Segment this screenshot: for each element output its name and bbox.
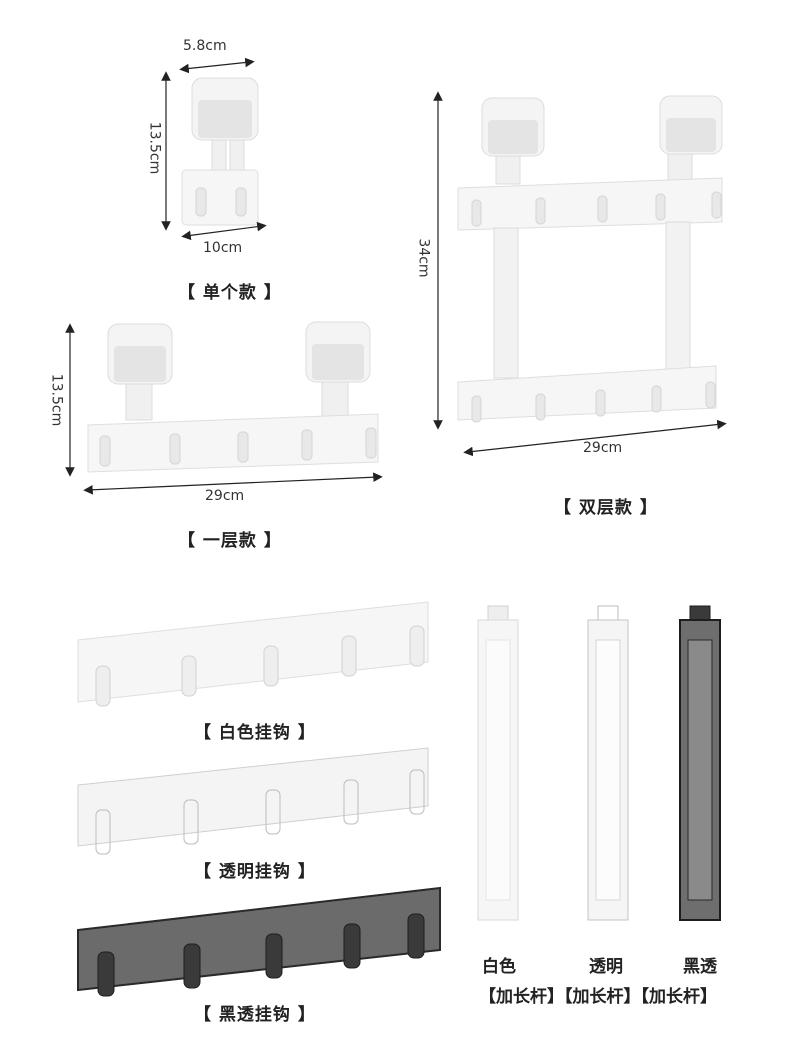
single-base-width-dimension: 10cm bbox=[203, 240, 243, 256]
black-hook-label: 【 黑透挂钩 】 bbox=[194, 1005, 316, 1025]
single-width-dimension: 5.8cm bbox=[183, 38, 227, 54]
white-rod-color-label: 白色 bbox=[482, 957, 516, 977]
single-model-label: 【 单个款 】 bbox=[178, 283, 282, 303]
clear-hook-strip bbox=[77, 747, 429, 855]
clear-extension-rod bbox=[587, 605, 629, 921]
white-hook-label: 【 白色挂钩 】 bbox=[194, 723, 316, 743]
black-rod-color-label: 黑透 bbox=[683, 957, 717, 977]
single-height-dimension: 13.5cm bbox=[146, 121, 163, 175]
clear-rod-color-label: 透明 bbox=[589, 957, 623, 977]
single-hook-unit bbox=[181, 77, 259, 226]
extension-rod-labels: 【加长杆】【加长杆】【加长杆】 bbox=[479, 987, 717, 1007]
double-layer-model-label: 【 双层款 】 bbox=[554, 498, 658, 518]
white-extension-rod bbox=[477, 605, 519, 921]
one-layer-model-label: 【 一层款 】 bbox=[178, 531, 282, 551]
one-layer-width-dimension: 29cm bbox=[205, 488, 245, 504]
clear-hook-label: 【 透明挂钩 】 bbox=[194, 862, 316, 882]
double-layer-height-dimension: 34cm bbox=[415, 238, 432, 278]
double-layer-hook-rack bbox=[457, 95, 723, 423]
black-hook-strip bbox=[77, 886, 441, 997]
black-extension-rod bbox=[679, 605, 721, 921]
double-layer-width-dimension: 29cm bbox=[583, 440, 623, 456]
one-layer-height-dimension: 13.5cm bbox=[48, 373, 65, 427]
white-hook-strip bbox=[77, 601, 429, 707]
one-layer-hook-rack bbox=[87, 321, 379, 473]
